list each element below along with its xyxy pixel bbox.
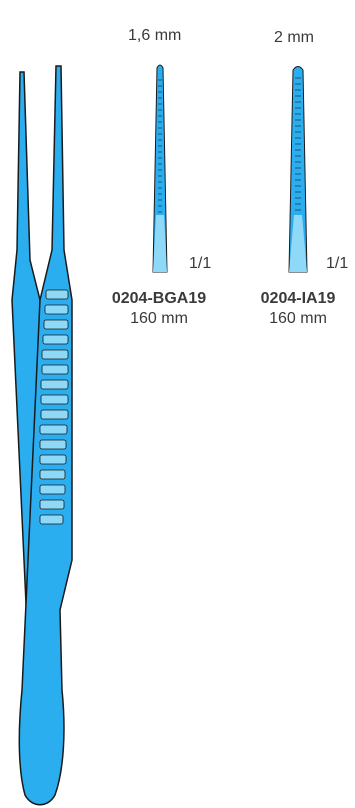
- tip-detail-1: [152, 64, 168, 273]
- tip-2-scale-label: 1/1: [326, 255, 349, 272]
- tip-1-width-label: 1,6 mm: [128, 27, 182, 44]
- grip-serrations: [39, 289, 69, 525]
- tip-1-length: 160 mm: [130, 310, 188, 327]
- tip-2-width-label: 2 mm: [274, 29, 314, 46]
- forceps-front-arm: [18, 65, 73, 806]
- tip-detail-2: [288, 66, 308, 273]
- tip-2-product-code: 0204-IA19: [260, 290, 336, 307]
- tip-2-length: 160 mm: [269, 310, 327, 327]
- tip-1-product-code: 0204-BGA19: [111, 290, 207, 307]
- tip-1-scale-label: 1/1: [189, 255, 212, 272]
